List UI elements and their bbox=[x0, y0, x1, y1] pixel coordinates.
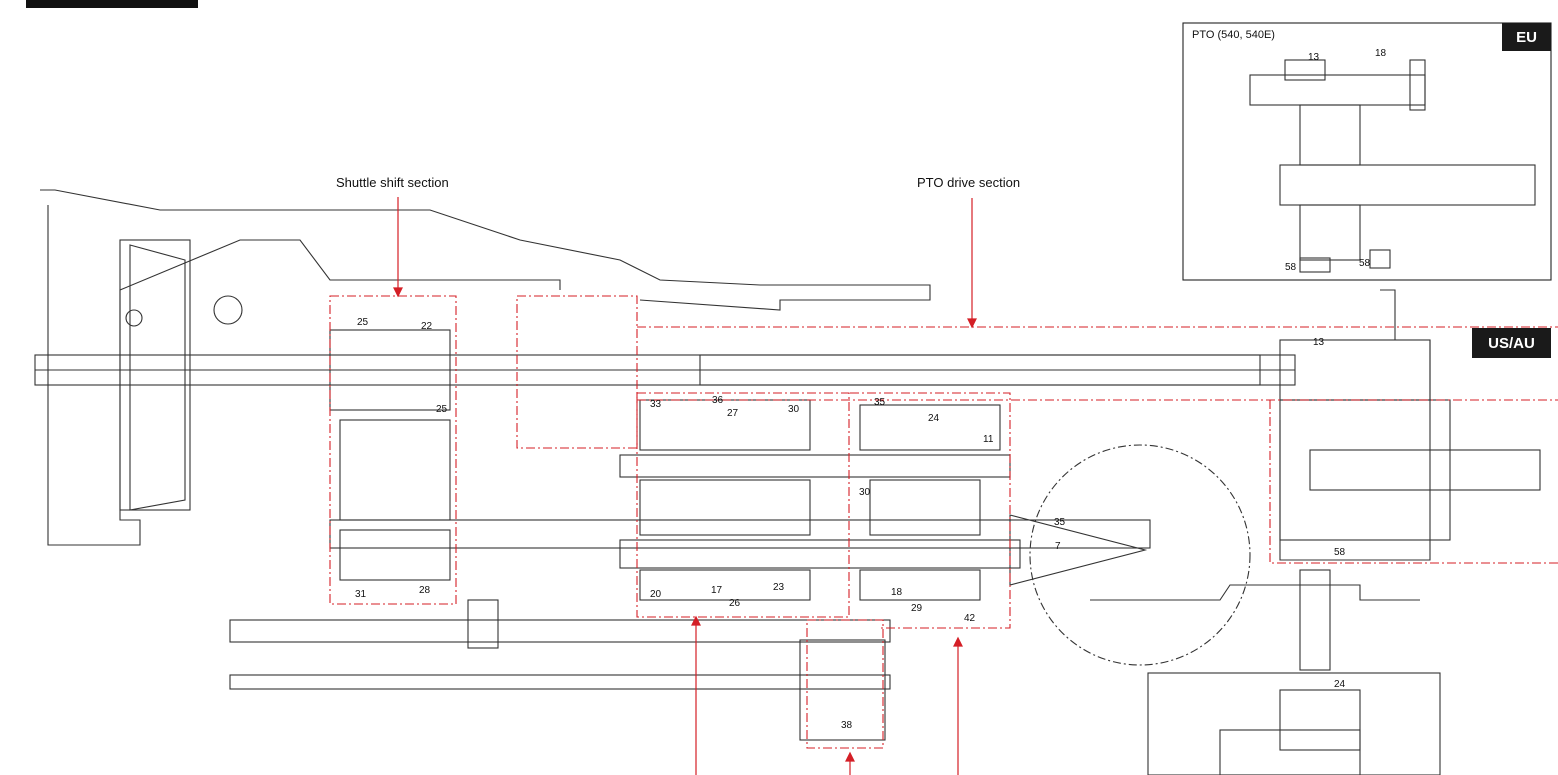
part-number: 33 bbox=[650, 399, 662, 410]
pto-drive-section-label: PTO drive section bbox=[917, 175, 1021, 190]
part-number: 42 bbox=[964, 613, 976, 624]
part-number: 58 bbox=[1334, 547, 1346, 558]
part-number: 25 bbox=[357, 317, 369, 328]
part-number: 35 bbox=[1054, 517, 1066, 528]
part-number: 38 bbox=[841, 720, 853, 731]
part-number: 30 bbox=[788, 404, 800, 415]
part-number: 29 bbox=[911, 603, 923, 614]
part-number: 18 bbox=[891, 587, 903, 598]
part-number: 17 bbox=[711, 585, 723, 596]
us-au-region-badge: US/AU bbox=[1472, 328, 1551, 358]
part-number: 31 bbox=[355, 589, 367, 600]
part-number: 27 bbox=[727, 408, 739, 419]
part-number: 25 bbox=[436, 404, 448, 415]
part-number: 58 bbox=[1285, 262, 1297, 273]
part-number: 22 bbox=[421, 321, 433, 332]
header-bar bbox=[26, 0, 198, 8]
shuttle-shift-section-label: Shuttle shift section bbox=[336, 175, 449, 190]
part-number: 13 bbox=[1308, 52, 1320, 63]
part-number: 24 bbox=[1334, 679, 1346, 690]
inset-title: PTO (540, 540E) bbox=[1192, 29, 1275, 41]
part-number: 28 bbox=[419, 585, 431, 596]
part-number: 26 bbox=[729, 598, 741, 609]
part-number: 20 bbox=[650, 589, 662, 600]
part-number: 58 bbox=[1359, 258, 1371, 269]
part-number: 13 bbox=[1313, 337, 1325, 348]
part-number: 36 bbox=[712, 395, 724, 406]
part-number: 23 bbox=[773, 582, 785, 593]
part-number: 30 bbox=[859, 487, 871, 498]
part-number: 24 bbox=[928, 413, 940, 424]
part-number: 7 bbox=[1055, 541, 1061, 552]
eu-region-badge: EU bbox=[1502, 23, 1551, 51]
part-number: 35 bbox=[874, 397, 886, 408]
part-number: 18 bbox=[1375, 48, 1387, 59]
part-number: 11 bbox=[983, 434, 994, 445]
